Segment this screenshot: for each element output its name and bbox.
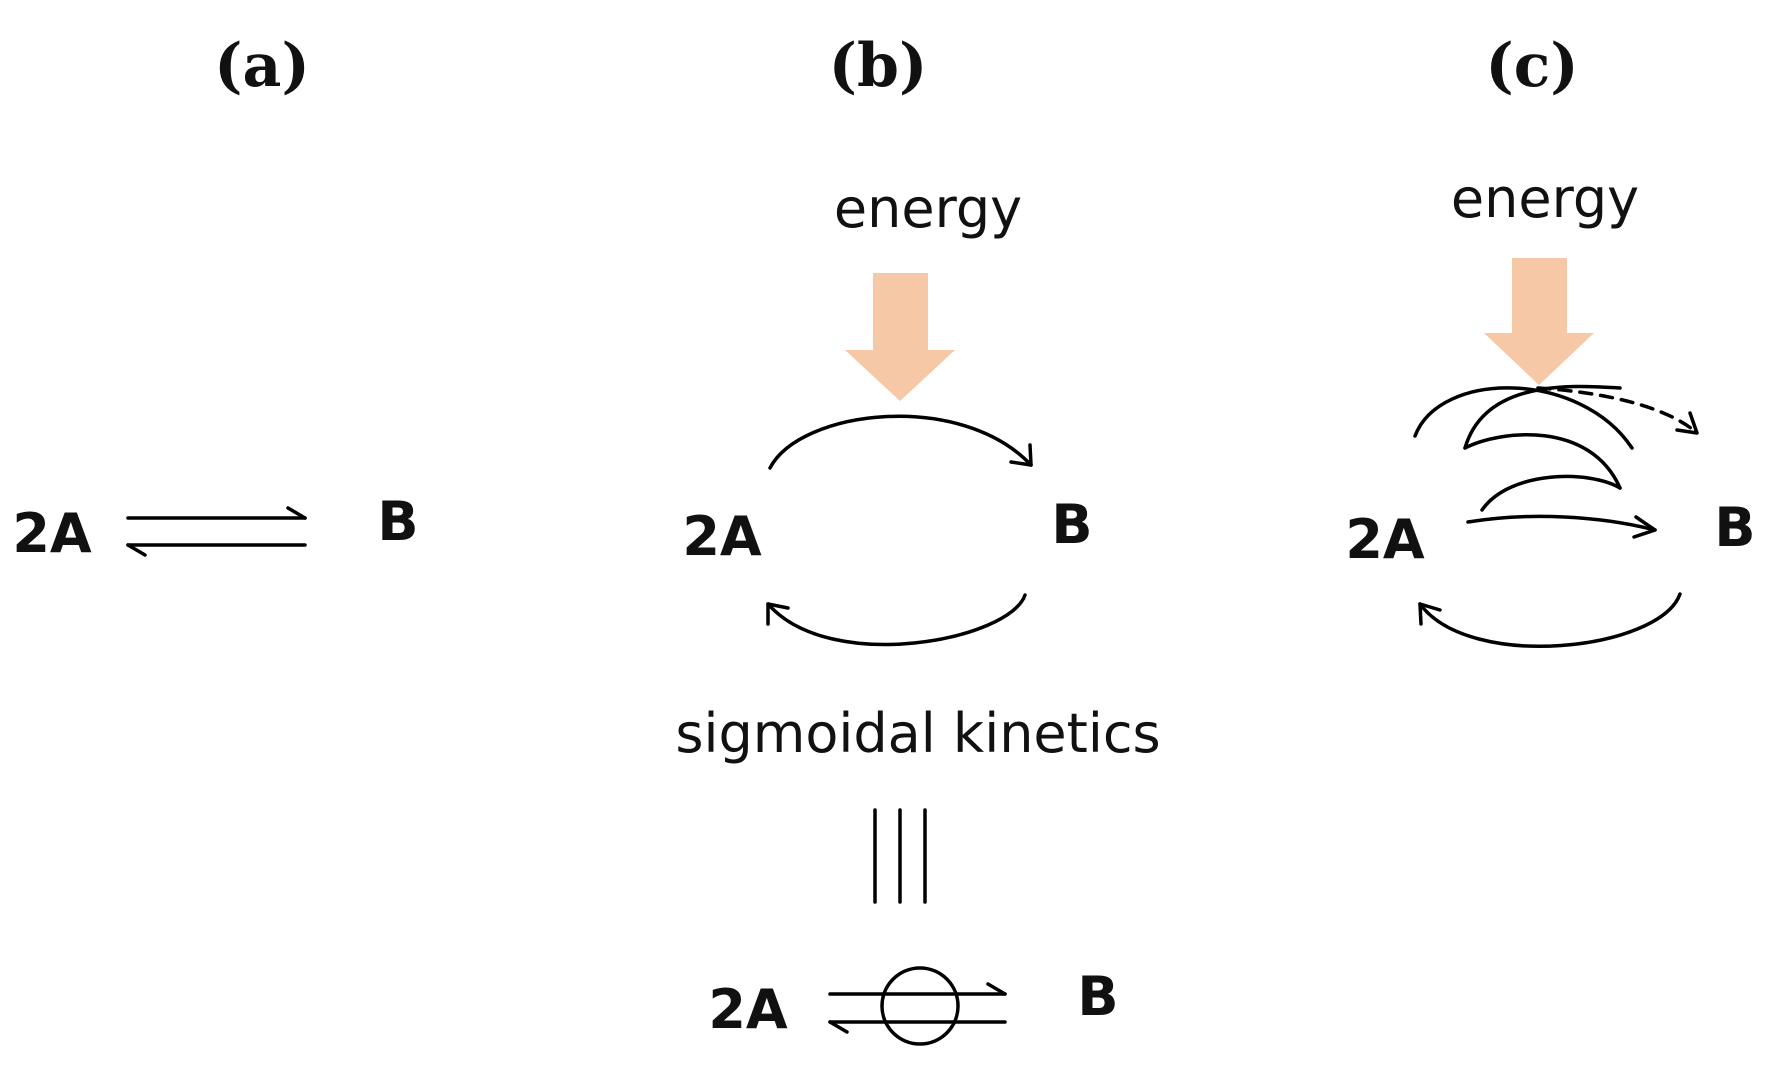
panel-c-energy-label: energy	[1451, 167, 1639, 230]
catalyzed-reverse-head	[828, 1020, 849, 1034]
panel-c-label: (c)	[1485, 31, 1578, 101]
panel-c-reactant: 2A	[1345, 508, 1425, 571]
panel-b-label: (b)	[829, 31, 928, 101]
dashed-arc	[1536, 386, 1699, 435]
panel-a: (a) 2A B	[12, 31, 418, 565]
reverse-arc-c	[1418, 592, 1682, 648]
multi-step-arrows-c	[1413, 384, 1699, 648]
energy-arrow-b	[845, 273, 955, 401]
panel-c: (c) energy 2A B	[1345, 31, 1756, 648]
equivalence-symbol	[873, 808, 927, 904]
panel-a-reactant: 2A	[12, 502, 92, 565]
outer-arc-2	[1463, 384, 1622, 450]
kinetics-caption: sigmoidal kinetics	[675, 702, 1160, 765]
direct-arrow	[1466, 514, 1657, 532]
catalyst-circle	[880, 966, 960, 1046]
panel-b-bottom-reactant: 2A	[708, 978, 788, 1041]
outer-arc-1	[1413, 386, 1634, 450]
direct-arrow-head	[1632, 515, 1657, 539]
reverse-arc-c-head	[1418, 602, 1442, 626]
catalyzed-equilibrium-arrows	[828, 966, 1007, 1046]
panel-a-product: B	[377, 490, 418, 553]
cycle-arrows-b	[766, 414, 1033, 647]
dashed-arc-head	[1675, 411, 1699, 435]
reverse-curved-arrow	[766, 593, 1027, 647]
panel-b-product: B	[1051, 493, 1092, 556]
panel-b-energy-label: energy	[834, 177, 1022, 240]
panel-b: (b) energy 2A B sigmoidal kinetics 2A B	[675, 31, 1161, 1046]
energy-arrow-c	[1484, 258, 1594, 385]
reverse-arrow-head	[126, 543, 147, 557]
panel-a-label: (a)	[214, 31, 310, 101]
panel-b-reactant: 2A	[682, 505, 762, 568]
middle-arc	[1463, 432, 1622, 490]
forward-curved-arrow	[768, 414, 1033, 470]
reverse-curved-arrow-head	[766, 602, 790, 626]
inner-arc	[1480, 474, 1622, 512]
forward-arrow-head	[286, 506, 307, 520]
equilibrium-arrows	[126, 506, 307, 557]
panel-c-product: B	[1714, 496, 1755, 559]
forward-curved-arrow-head	[1009, 443, 1033, 467]
catalyzed-forward-head	[986, 982, 1007, 996]
panel-b-bottom-product: B	[1077, 965, 1118, 1028]
